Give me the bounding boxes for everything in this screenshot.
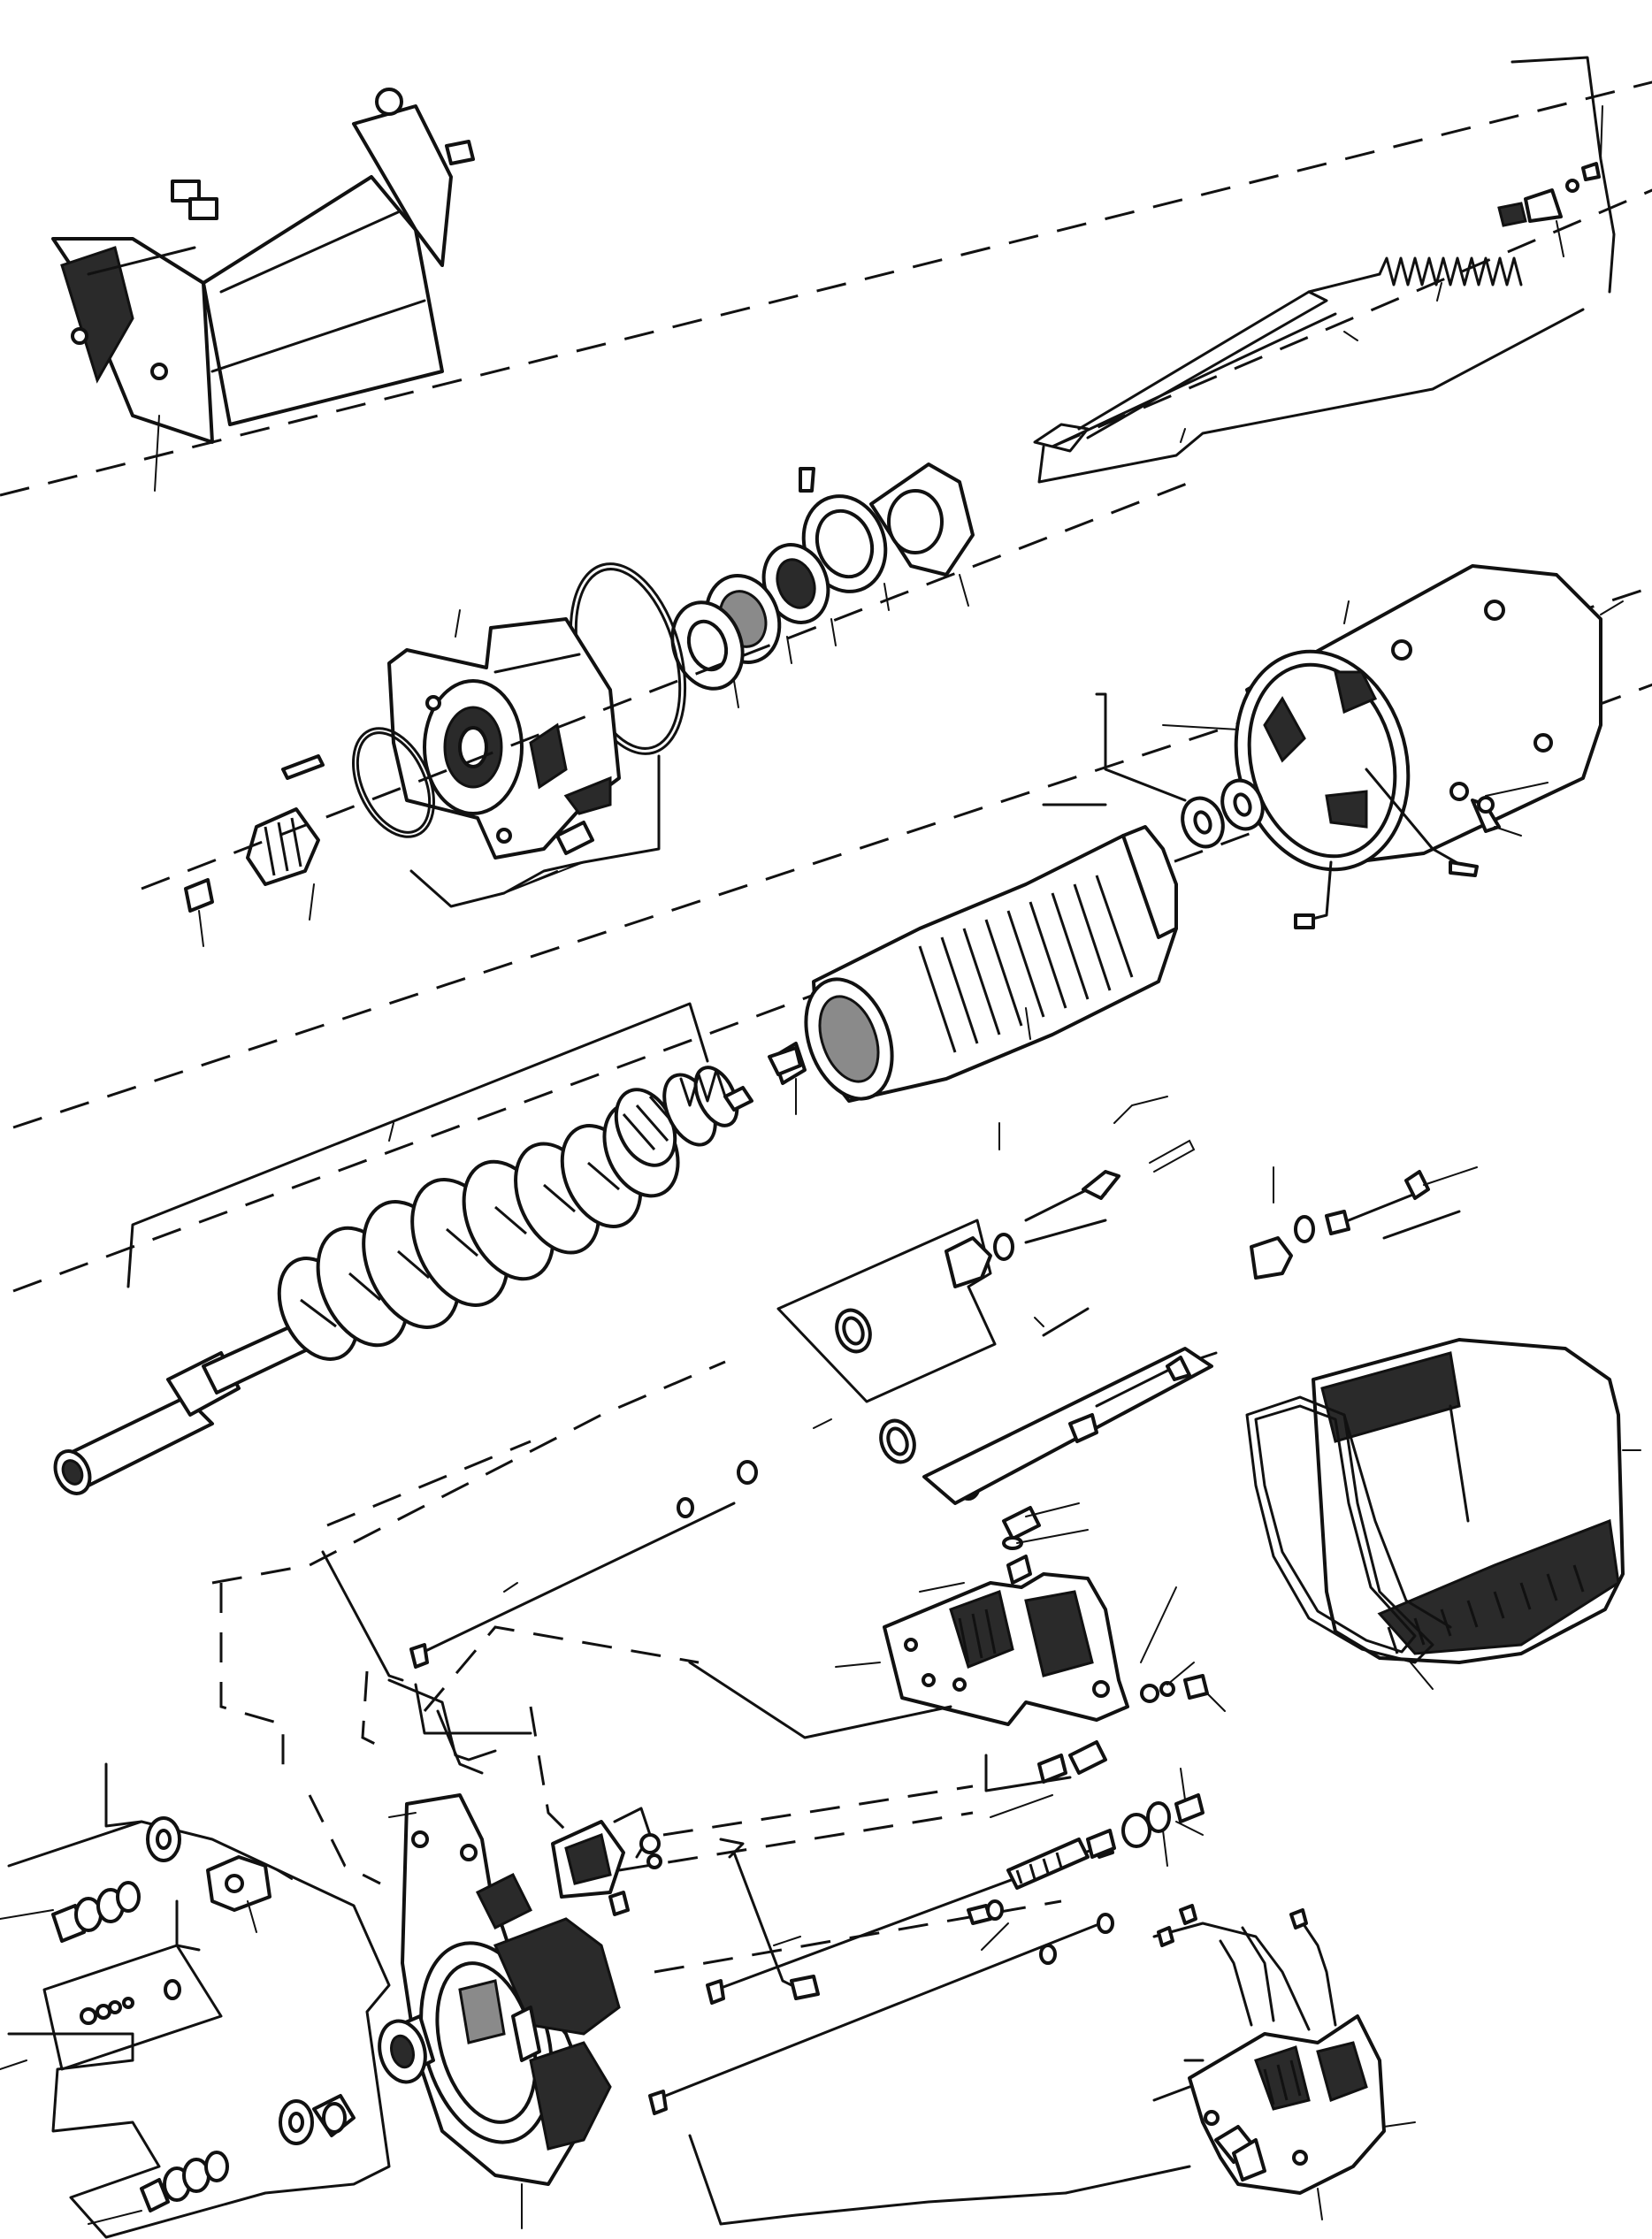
drive-end-housing-set bbox=[184, 462, 975, 947]
drive-pinion-clutch bbox=[53, 1002, 802, 1495]
leader-line bbox=[326, 1440, 532, 1527]
commutator-end-frame bbox=[378, 1793, 820, 2229]
leader-line bbox=[662, 1784, 974, 1837]
leader-line bbox=[618, 1811, 974, 1872]
yoke-field-frame bbox=[1042, 564, 1624, 929]
leader-line bbox=[219, 1583, 285, 1777]
terminal-set bbox=[0, 1762, 391, 2239]
misc-leaders bbox=[688, 1096, 1461, 2226]
starter-motor-assembled bbox=[51, 88, 475, 492]
leader-line bbox=[141, 476, 1204, 890]
solenoid-rod-spring-set bbox=[1033, 56, 1616, 484]
leader-line bbox=[529, 1706, 568, 1832]
field-coil-band bbox=[1245, 1338, 1641, 1690]
leader-line bbox=[308, 1794, 381, 1885]
brush-holder-set bbox=[776, 1139, 1478, 1505]
armature bbox=[772, 825, 1178, 1103]
leader-line bbox=[1052, 188, 1652, 448]
solenoid-switch bbox=[688, 1502, 1226, 1818]
leader-line bbox=[423, 1625, 700, 1712]
lower-hardware bbox=[321, 1460, 1205, 2115]
leader-line bbox=[0, 80, 1652, 497]
solenoid-relay bbox=[1064, 1904, 1416, 2220]
leader-line bbox=[211, 1360, 726, 1585]
leader-line bbox=[361, 1670, 381, 1748]
